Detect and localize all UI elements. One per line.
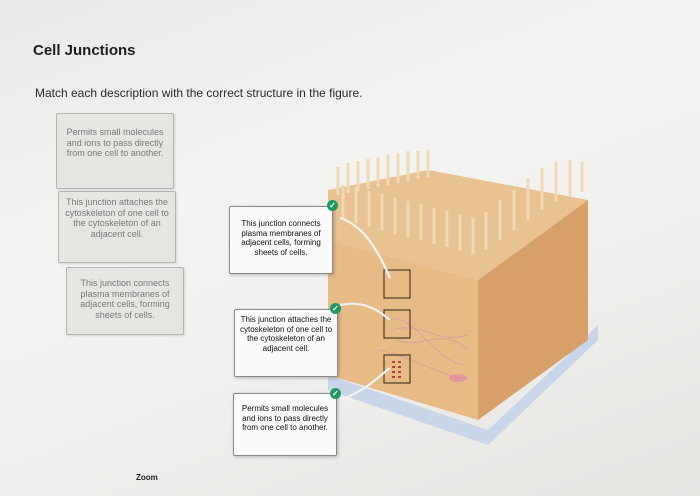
placed-label-text: This junction attaches the cytoskeleton … bbox=[239, 315, 333, 353]
cell-back-face bbox=[328, 170, 588, 280]
page-title: Cell Junctions bbox=[33, 42, 136, 59]
cell-front-face bbox=[328, 240, 478, 420]
gap-junction-callout bbox=[383, 354, 411, 384]
check-icon: ✓ bbox=[330, 388, 341, 399]
drop-target-tight-junction[interactable]: This junction connects plasma membranes … bbox=[229, 206, 333, 274]
gap-junction-channels bbox=[392, 361, 401, 378]
answer-bank-item-desmosome[interactable]: This junction attaches the cytoskeleton … bbox=[58, 191, 176, 263]
cell-side-face bbox=[478, 200, 588, 420]
answer-bank-item-tight-junction[interactable]: This junction connects plasma membranes … bbox=[66, 267, 184, 335]
cell-junction-figure bbox=[328, 150, 598, 445]
cytoskeleton-filaments bbox=[377, 318, 469, 381]
placed-label-text: Permits small molecules and ions to pass… bbox=[241, 404, 329, 432]
placed-label-text: This junction connects plasma membranes … bbox=[241, 219, 321, 257]
desmosome-callout bbox=[383, 309, 411, 339]
check-icon: ✓ bbox=[327, 200, 338, 211]
instructions: Match each description with the correct … bbox=[35, 86, 363, 100]
zoom-button[interactable]: Zoom bbox=[136, 473, 158, 482]
answer-bank-item-gap-junction[interactable]: Permits small molecules and ions to pass… bbox=[56, 113, 174, 189]
drop-target-gap-junction[interactable]: Permits small molecules and ions to pass… bbox=[233, 393, 337, 456]
tight-junction-callout bbox=[383, 269, 411, 299]
leader-lines bbox=[339, 216, 392, 402]
microvilli bbox=[336, 150, 584, 254]
basement-membrane bbox=[328, 325, 598, 445]
check-icon: ✓ bbox=[330, 303, 341, 314]
drop-target-desmosome[interactable]: This junction attaches the cytoskeleton … bbox=[234, 309, 338, 377]
nucleus bbox=[449, 374, 467, 382]
